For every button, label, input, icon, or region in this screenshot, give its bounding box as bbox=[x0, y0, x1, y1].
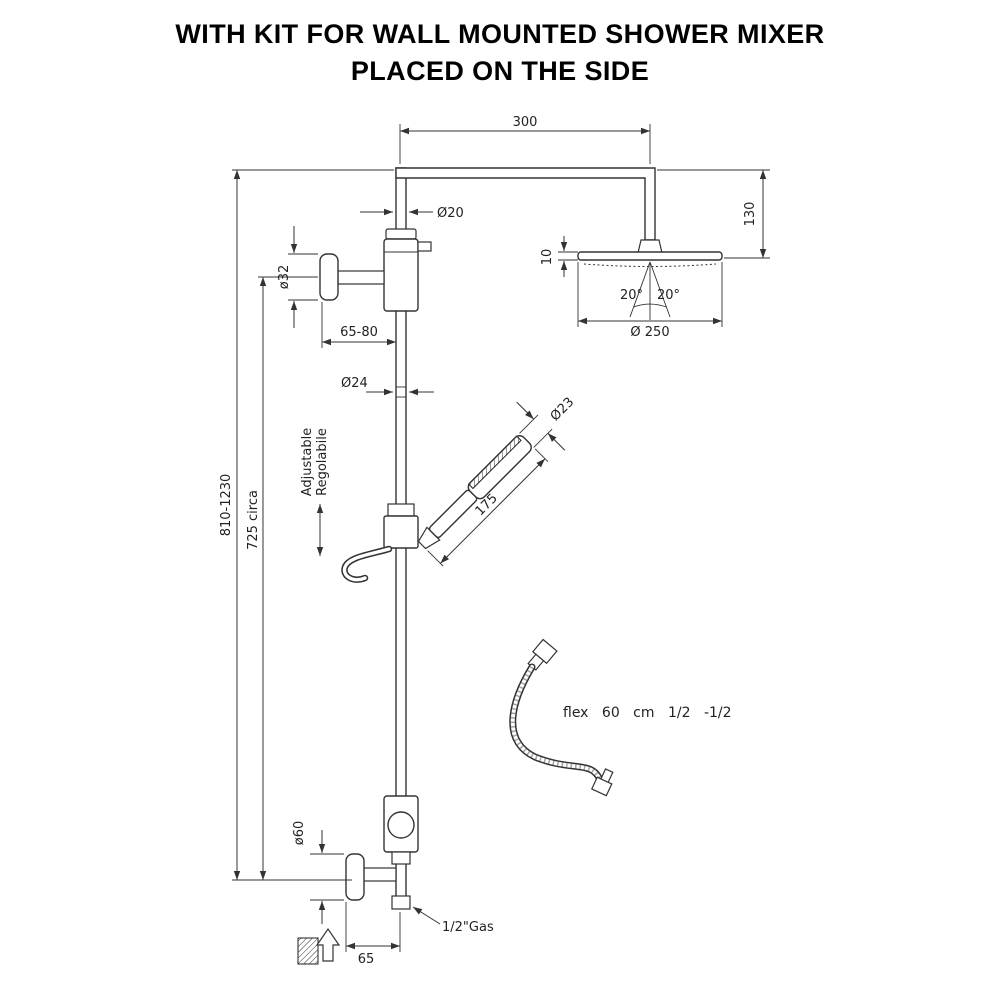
overhead-arm bbox=[395, 167, 656, 241]
diverter-cap bbox=[385, 228, 417, 240]
shower-column: 175 bbox=[319, 167, 723, 910]
dim-175-line bbox=[440, 458, 546, 564]
diverter-knob bbox=[417, 241, 432, 252]
wall-union-bottom bbox=[345, 853, 397, 901]
dim-arm-length: 300 bbox=[513, 115, 538, 130]
diverter-body bbox=[383, 238, 419, 312]
flex-hose-label: flex 60 cm 1/2 -1/2 bbox=[563, 705, 732, 721]
dim-23-ext1 bbox=[519, 414, 539, 434]
dim-wall-distance: 65-80 bbox=[340, 325, 378, 340]
diverter-valve bbox=[383, 228, 432, 312]
gas-fitting bbox=[391, 895, 411, 910]
dim-arm-pipe-diameter: Ø20 bbox=[437, 206, 464, 221]
hand-shower-head bbox=[467, 435, 532, 500]
spray-right-line bbox=[649, 261, 671, 318]
dimensions bbox=[232, 124, 770, 952]
flex-hose bbox=[509, 638, 614, 797]
dim-wall-union-diameter: ø32 bbox=[277, 265, 292, 290]
nozzle-face bbox=[583, 263, 717, 267]
gas-thread-label: 1/2"Gas bbox=[442, 920, 494, 935]
handshower-hose bbox=[341, 545, 393, 583]
head-connector bbox=[637, 239, 663, 254]
dim-head-drop: 130 bbox=[743, 202, 758, 227]
wall-union-top bbox=[319, 253, 385, 301]
adjustable-label-en: Adjustable bbox=[300, 428, 315, 496]
slider-bracket bbox=[383, 503, 419, 549]
spray-angle-left: 20° bbox=[620, 288, 643, 303]
title-line-2: PLACED ON THE SIDE bbox=[350, 56, 650, 86]
dim-lower-offset: 65 bbox=[358, 952, 375, 967]
adjustable-label-it: Regolabile bbox=[315, 428, 330, 496]
page-title: WITH KIT FOR WALL MOUNTED SHOWER MIXER P… bbox=[0, 16, 1000, 90]
spray-angle-arc bbox=[633, 303, 667, 308]
wall-union-bottom-flange bbox=[345, 853, 365, 901]
spray-angle-right: 20° bbox=[657, 288, 680, 303]
shower-head bbox=[577, 251, 723, 261]
mixer-neck bbox=[391, 851, 411, 865]
inlet-flow-arrow bbox=[315, 927, 341, 962]
dim-23-arrow2 bbox=[547, 432, 566, 451]
flex-stem-bottom bbox=[600, 768, 614, 784]
hand-shower: 175 bbox=[417, 401, 566, 567]
dim-lower-union-diameter: ø60 bbox=[292, 821, 307, 846]
dim-head-thickness: 10 bbox=[540, 249, 555, 266]
dim-175-ext1 bbox=[427, 550, 444, 567]
hand-shower-handle bbox=[428, 489, 478, 539]
wall-union-top-flange bbox=[319, 253, 339, 301]
dim-head-diameter: Ø 250 bbox=[630, 325, 669, 340]
title-line-1: WITH KIT FOR WALL MOUNTED SHOWER MIXER bbox=[175, 19, 825, 49]
dim-23-ext2 bbox=[533, 428, 553, 448]
dim-175-ext2 bbox=[534, 448, 549, 462]
dim-riser-diameter: Ø24 bbox=[341, 376, 368, 391]
slider-body bbox=[383, 515, 419, 549]
gas-leader bbox=[412, 906, 441, 925]
dim-23-arrow1 bbox=[516, 401, 535, 420]
dim-column-height: 725 circa bbox=[246, 490, 261, 550]
flex-hose-braid bbox=[510, 665, 602, 781]
hand-shower-cone bbox=[417, 526, 441, 550]
dim-handshower-diameter: Ø23 bbox=[548, 395, 578, 425]
dim-overall-height: 810-1230 bbox=[219, 474, 234, 537]
spray-left-line bbox=[629, 261, 651, 318]
wall-union-top-pipe bbox=[337, 270, 385, 285]
bottom-mixer bbox=[383, 795, 419, 865]
slider-collar bbox=[387, 503, 415, 517]
mixer-knob bbox=[387, 811, 415, 839]
wall-section-hatch bbox=[297, 937, 319, 965]
